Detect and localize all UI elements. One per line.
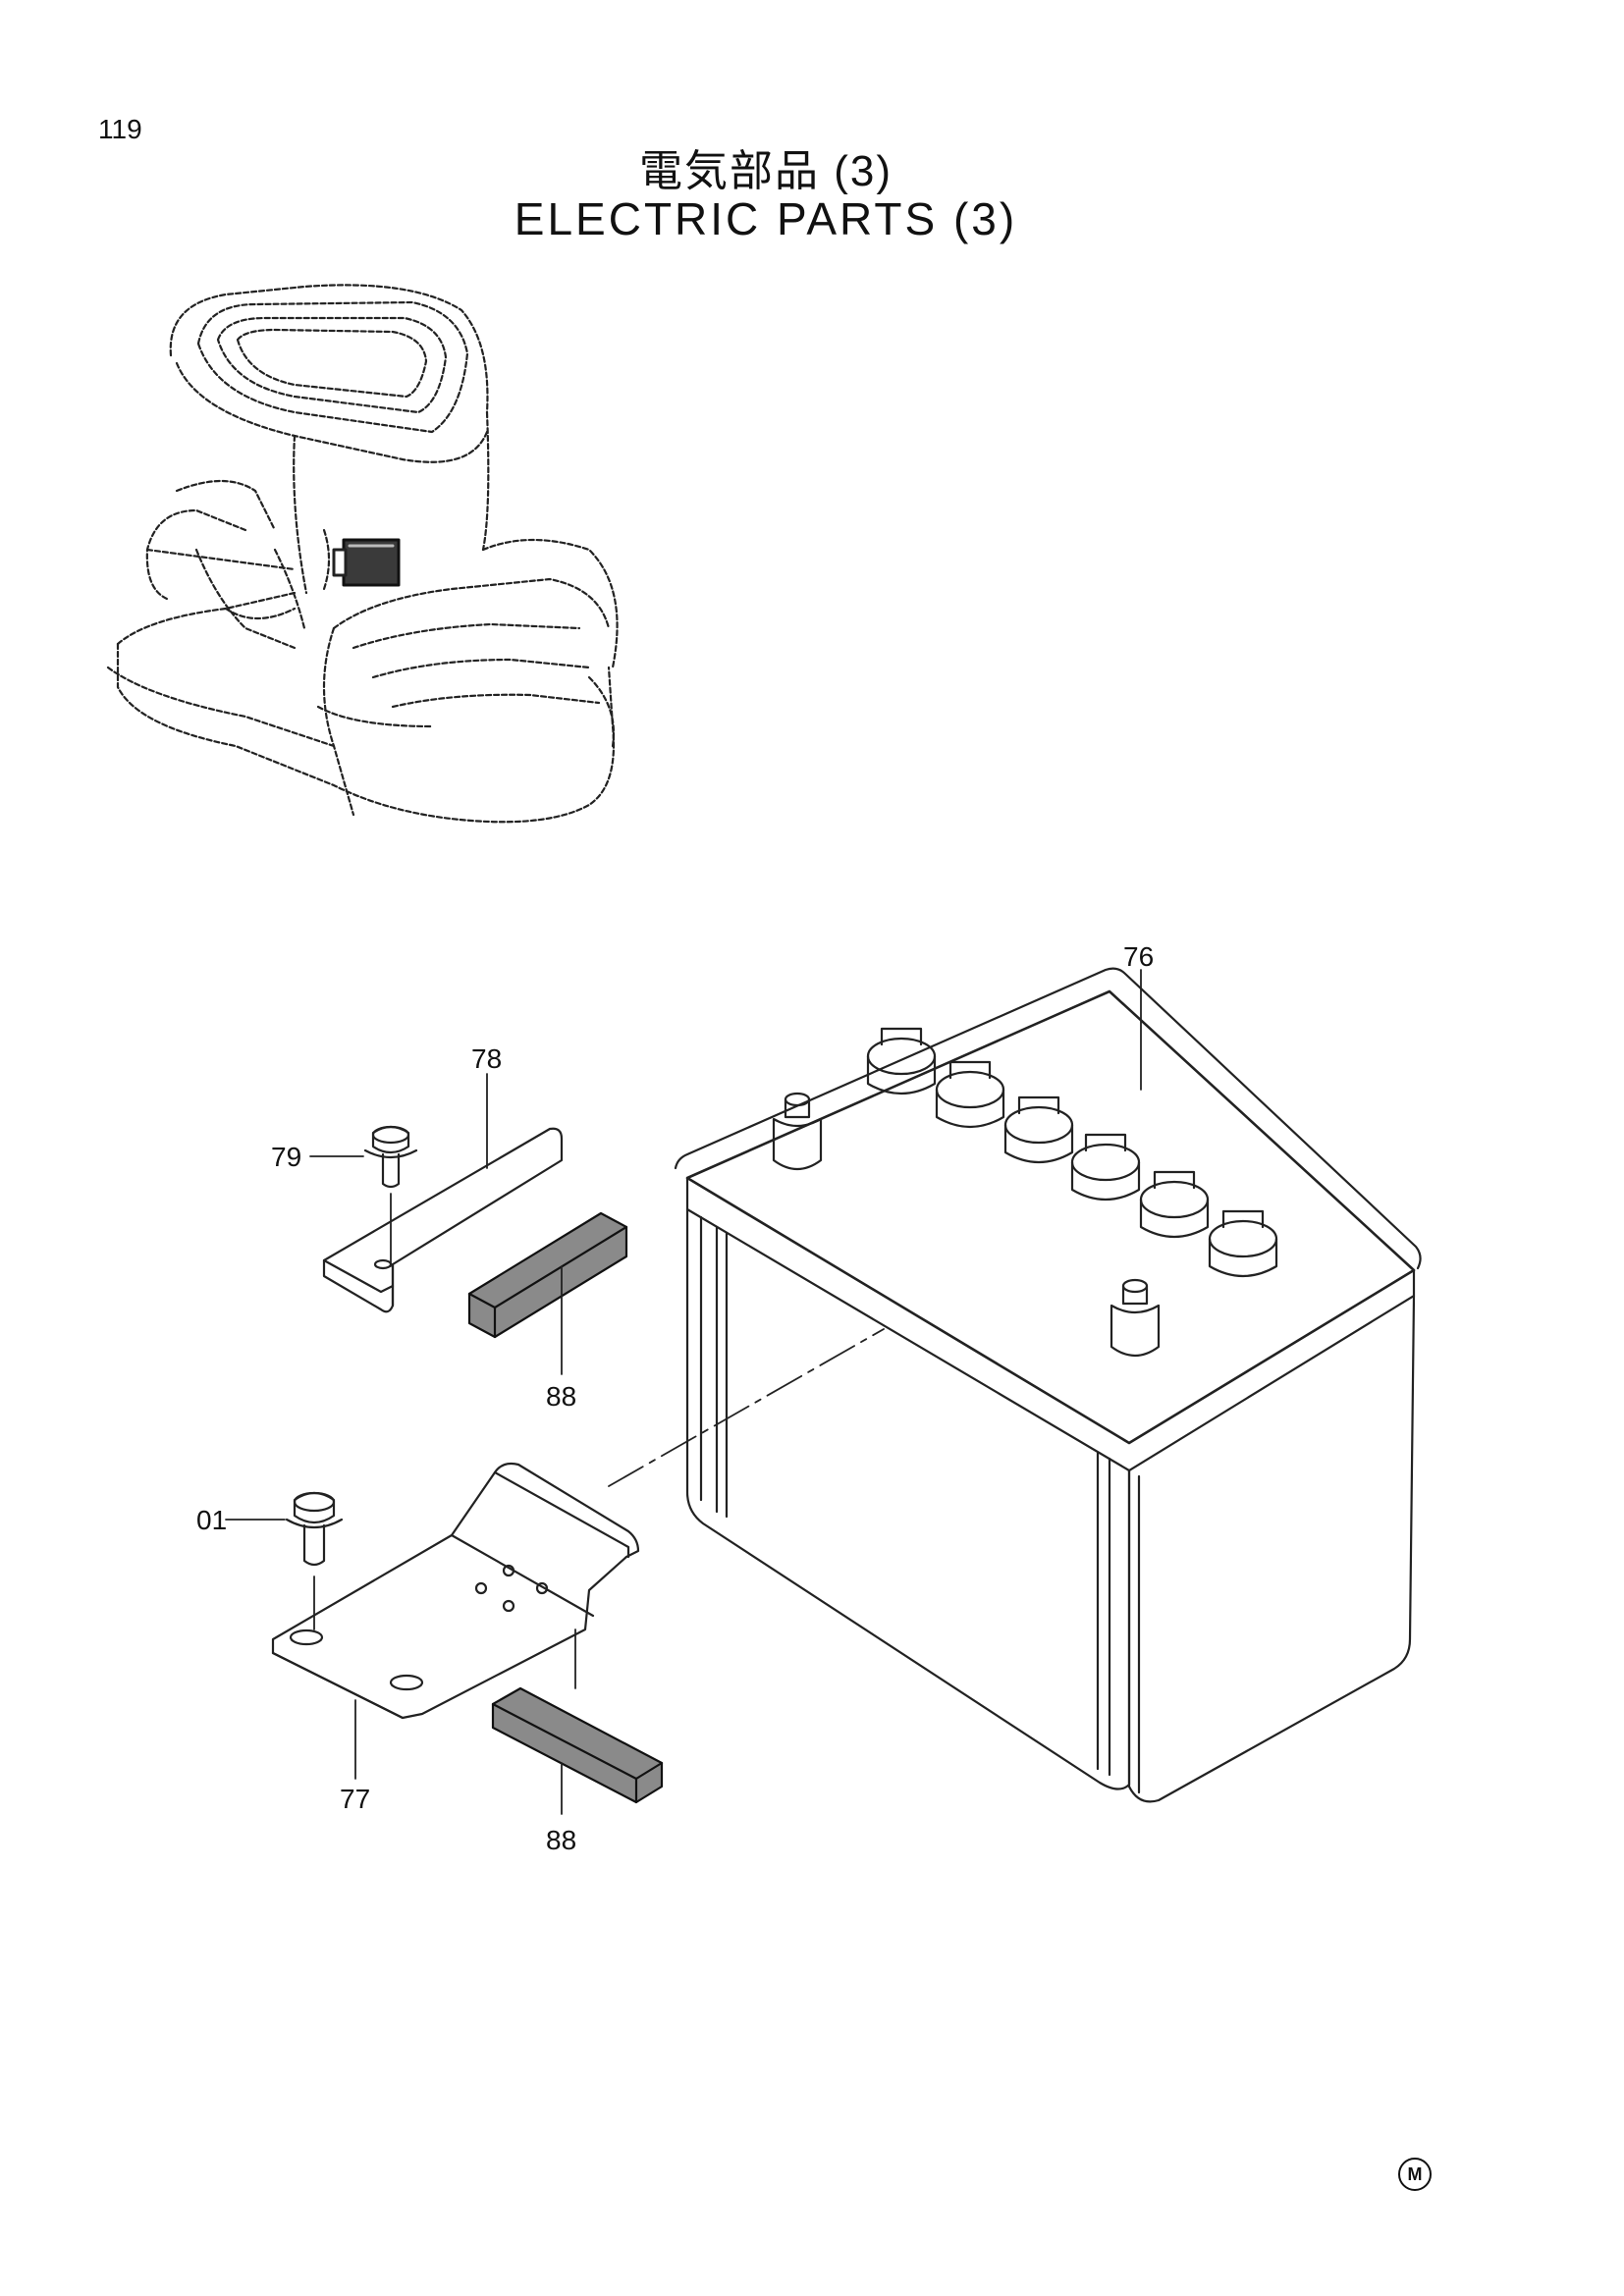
callout-large-bolt: 01 <box>196 1505 227 1535</box>
callout-small-bolt: 79 <box>271 1142 301 1172</box>
manufacturer-mark: M <box>1398 2158 1432 2191</box>
large-plate-illustration <box>271 1328 885 1780</box>
page-number: 119 <box>98 114 142 144</box>
small-bracket-illustration <box>322 1073 564 1313</box>
battery-terminal-posts <box>772 1092 1161 1358</box>
page-title-english: ELECTRIC PARTS (3) <box>514 193 1018 244</box>
lower-pad-illustration <box>491 1629 664 1815</box>
callout-battery: 76 <box>1123 941 1154 972</box>
callout-large-plate: 77 <box>340 1784 370 1814</box>
upper-pad-illustration <box>467 1211 628 1375</box>
large-bolt-illustration <box>225 1491 344 1630</box>
page-title-japanese: 電気部品 (3) <box>639 147 893 195</box>
callout-small-bracket: 78 <box>471 1043 502 1074</box>
component-location-highlight <box>332 538 401 587</box>
small-bolt-illustration <box>309 1125 418 1267</box>
battery-cell-caps <box>866 1027 1278 1277</box>
callout-upper-pad: 88 <box>546 1381 576 1412</box>
callout-lower-pad: 88 <box>546 1825 576 1855</box>
machine-overview-illustration <box>106 284 619 824</box>
battery-illustration <box>674 967 1422 1803</box>
